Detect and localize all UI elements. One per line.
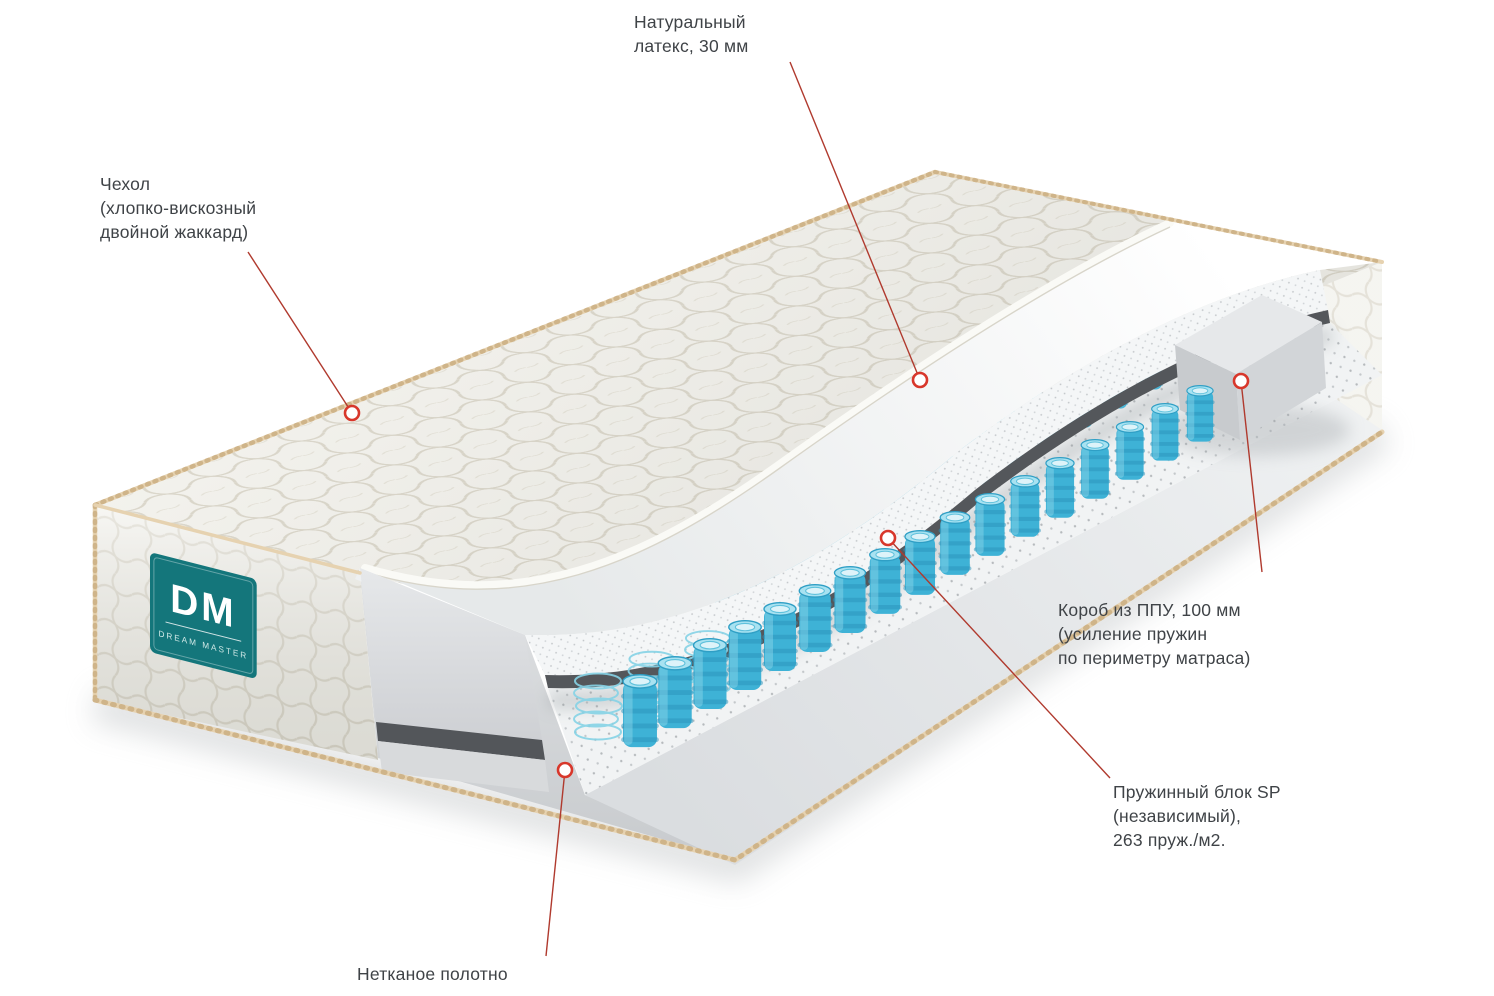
callout-label-nonwoven: Нетканое полотно (357, 962, 508, 986)
callout-label-latex: Натуральный латекс, 30 мм (634, 10, 748, 58)
label-line: (независимый), (1113, 806, 1242, 826)
latex-layer-top (361, 219, 1382, 636)
label-line: (хлопко-вискозный (100, 198, 257, 218)
slab-front-block (355, 568, 549, 792)
label-line: Натуральный (634, 12, 746, 32)
latex-layer-edge (525, 270, 1328, 676)
label-line: латекс, 30 мм (634, 36, 749, 56)
callout-leaders (247, 61, 1263, 957)
callout-label-cover: Чехол (хлопко-вискозный двойной жаккард) (100, 172, 256, 244)
leader-line-cover (247, 251, 353, 414)
callout-dot-foam-box (1232, 372, 1250, 390)
label-line: 263 пруж./м2. (1113, 830, 1226, 850)
brand-logo: DM DREAM MASTER (150, 553, 257, 678)
edge-piping (92, 169, 1385, 863)
nonwoven-strip (376, 722, 545, 760)
callout-dot-cover (343, 404, 361, 422)
label-line: Короб из ППУ, 100 мм (1058, 600, 1241, 620)
label-line: Пружинный блок SP (1113, 782, 1281, 802)
right-face (585, 375, 1382, 865)
leader-line-springs (887, 537, 1111, 779)
callout-dot-springs (879, 529, 897, 547)
callout-label-springs: Пружинный блок SP (независимый), 263 пру… (1113, 780, 1281, 852)
callout-dot-latex (911, 371, 929, 389)
callout-label-foam-box: Короб из ППУ, 100 мм (усиление пружин по… (1058, 598, 1251, 670)
leader-line-latex (789, 61, 921, 381)
leader-line-nonwoven (545, 769, 566, 957)
callout-dot-nonwoven (556, 761, 574, 779)
leader-line-foam-box (1240, 380, 1263, 573)
label-line: двойной жаккард) (100, 222, 249, 242)
label-line: Чехол (100, 174, 151, 194)
callout-dots (343, 371, 1250, 779)
label-line: по периметру матраса) (1058, 648, 1251, 668)
label-line: (усиление пружин (1058, 624, 1208, 644)
label-line: Нетканое полотно (357, 964, 508, 984)
